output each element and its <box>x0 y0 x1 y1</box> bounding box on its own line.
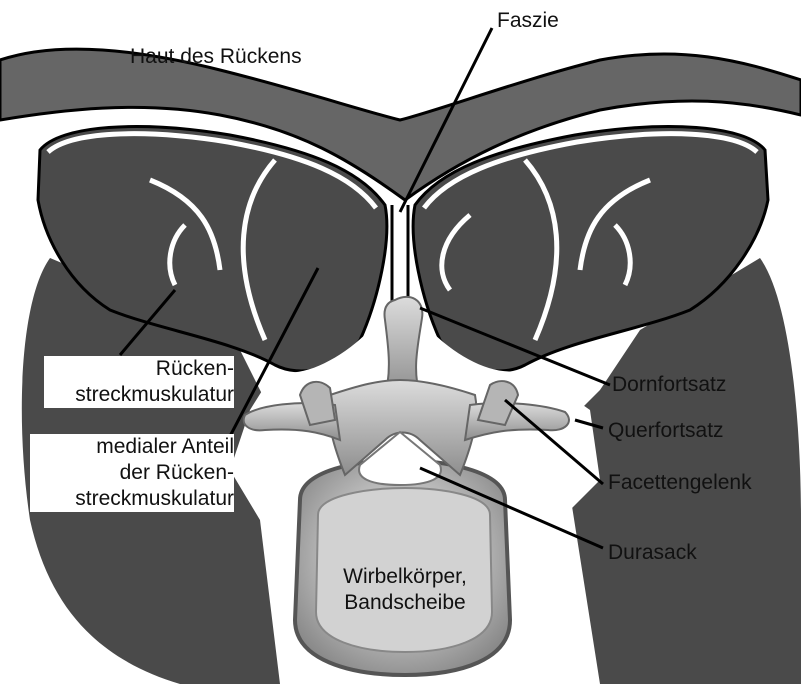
label-fascia: Faszie <box>497 8 559 34</box>
label-vertebral-body: Wirbelkörper, Bandscheibe <box>310 564 500 616</box>
label-dural-sac: Durasack <box>608 540 697 566</box>
label-facet-joint: Facettengelenk <box>608 470 752 496</box>
label-medial-erector-line2: der Rücken- <box>30 460 234 486</box>
label-erector-line2: streckmuskulatur <box>44 382 234 408</box>
label-skin: Haut des Rückens <box>130 44 302 70</box>
label-medial-erector: medialer Anteil der Rücken- streckmuskul… <box>30 434 234 512</box>
label-erector: Rücken- streckmuskulatur <box>44 356 234 408</box>
label-vertebral-body-line2: Bandscheibe <box>310 590 500 616</box>
label-vertebral-body-line1: Wirbelkörper, <box>310 564 500 590</box>
label-transverse-process: Querfortsatz <box>608 418 724 444</box>
label-medial-erector-line3: streckmuskulatur <box>30 486 234 512</box>
label-spinous-process: Dornfortsatz <box>612 372 726 398</box>
label-medial-erector-line1: medialer Anteil <box>30 434 234 460</box>
label-erector-line1: Rücken- <box>44 356 234 382</box>
